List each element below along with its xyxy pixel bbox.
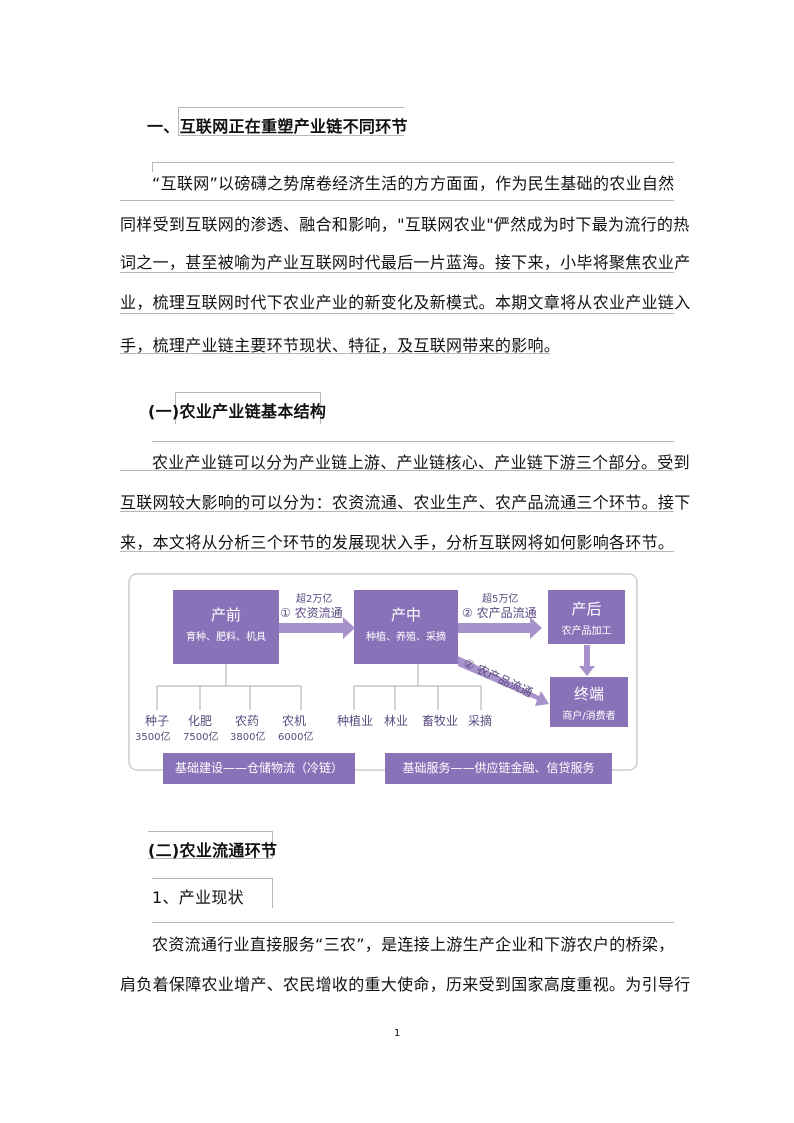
post-production-box: 产后农产品加工 [548,590,625,644]
arrow2-label: ② 农产品流通 [462,606,537,620]
industry-chain-diagram: 产前育种、肥料、机具 产中种植、养殖、采摘 产后农产品加工 终端商户/消费者 超… [125,570,675,790]
paragraph-line: 农资流通行业直接服务“三农”，是连接上游生产企业和下游农户的桥梁， [152,935,675,954]
paragraph-line: 手，梳理产业链主要环节现状、特征，及互联网带来的影响。 [120,336,561,355]
infrastructure-bar: 基础建设——仓储物流（冷链） [163,753,355,784]
subheading: 1、产业现状 [152,888,244,907]
paragraph-line: 词之一，甚至被喻为产业互联网时代最后一片蓝海。接下来，小毕将聚焦农业产 [120,253,691,272]
pre-item-value: 7500亿 [183,732,219,743]
mid-item: 畜牧业 [422,714,459,728]
mid-item: 采摘 [468,714,493,728]
pre-item-value: 6000亿 [278,732,314,743]
paragraph-line: 互联网较大影响的可以分为：农资流通、农业生产、农产品流通三个环节。接下 [120,493,691,512]
pre-item-value: 3800亿 [230,732,266,743]
pre-production-box: 产前育种、肥料、机具 [173,590,279,664]
paragraph-line: 同样受到互联网的渗透、融合和影响，"互联网农业"俨然成为时下最为流行的热 [120,215,690,234]
pre-item-name: 农机 [282,714,307,728]
section-heading: (一)农业产业链基本结构 [148,402,327,421]
paragraph-line: “互联网”以磅礴之势席卷经济生活的方方面面，作为民生基础的农业自然 [152,174,675,193]
services-bar: 基础服务——供应链金融、信贷服务 [385,753,612,784]
section-heading: (二)农业流通环节 [148,841,278,860]
diagram-connectors [128,573,638,771]
paragraph-line: 肩负着保障农业增产、农民增收的重大使命，历来受到国家高度重视。为引导行 [120,975,691,994]
arrow1-label: ① 农资流通 [280,606,343,620]
section-heading: 一、互联网正在重塑产业链不同环节 [147,117,408,136]
mid-item: 种植业 [337,714,374,728]
paragraph-line: 业，梳理互联网时代下农业产业的新变化及新模式。本期文章将从农业产业链入 [120,293,691,312]
pre-item-value: 3500亿 [135,732,171,743]
arrow1-value: 超2万亿 [296,594,333,605]
pre-item-name: 农药 [235,714,260,728]
pre-item-name: 种子 [145,714,170,728]
paragraph-line: 农业产业链可以分为产业链上游、产业链核心、产业链下游三个部分。受到 [152,453,690,472]
terminal-box: 终端商户/消费者 [550,677,628,727]
page-number: 1 [394,1028,401,1039]
arrow2-value: 超5万亿 [482,594,519,605]
production-box: 产中种植、养殖、采摘 [354,590,458,664]
pre-item-name: 化肥 [188,714,213,728]
paragraph-line: 来，本文将从分析三个环节的发展现状入手，分析互联网将如何影响各环节。 [120,533,675,552]
mid-item: 林业 [384,714,409,728]
